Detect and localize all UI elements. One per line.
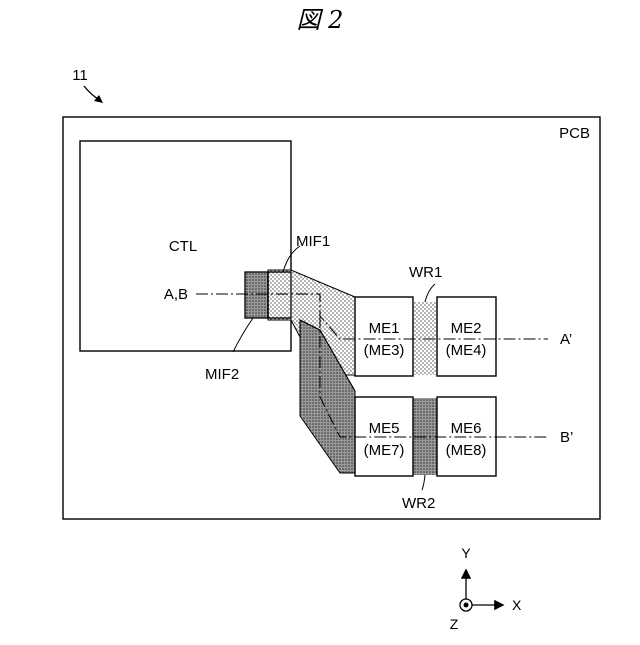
memory-me1-name: ME1	[369, 320, 400, 337]
x-axis-label: X	[512, 597, 522, 613]
reference-arrow-head	[94, 95, 103, 103]
wr2-label: WR2	[402, 495, 435, 512]
y-axis-label: Y	[461, 545, 471, 561]
memory-me6-name: ME6	[451, 420, 482, 437]
z-axis-label: Z	[450, 616, 459, 632]
mif2-leader	[233, 318, 253, 352]
section-label-a-prime: A’	[560, 331, 572, 348]
interface-mif2	[245, 272, 268, 318]
interface-mif1	[268, 272, 291, 318]
z-axis-dot	[464, 603, 469, 608]
figure-title: 図 2	[297, 6, 344, 34]
memory-me6-alt: (ME8)	[446, 442, 487, 459]
reference-number: 11	[72, 67, 88, 84]
pcb-label: PCB	[559, 125, 590, 142]
controller-label: CTL	[169, 238, 197, 255]
coordinate-axes: Y X Z	[450, 545, 522, 632]
mif1-label: MIF1	[296, 233, 330, 250]
section-label-b-prime: B’	[560, 429, 573, 446]
mif2-label: MIF2	[205, 366, 239, 383]
memory-me2-name: ME2	[451, 320, 482, 337]
memory-me5-name: ME5	[369, 420, 400, 437]
wr1-leader	[425, 284, 435, 302]
memory-me2-alt: (ME4)	[446, 342, 487, 359]
wr2-leader	[422, 475, 425, 490]
wr1-label: WR1	[409, 264, 442, 281]
section-label-ab: A,B	[164, 286, 188, 303]
memory-me5-alt: (ME7)	[364, 442, 405, 459]
memory-me1-alt: (ME3)	[364, 342, 405, 359]
